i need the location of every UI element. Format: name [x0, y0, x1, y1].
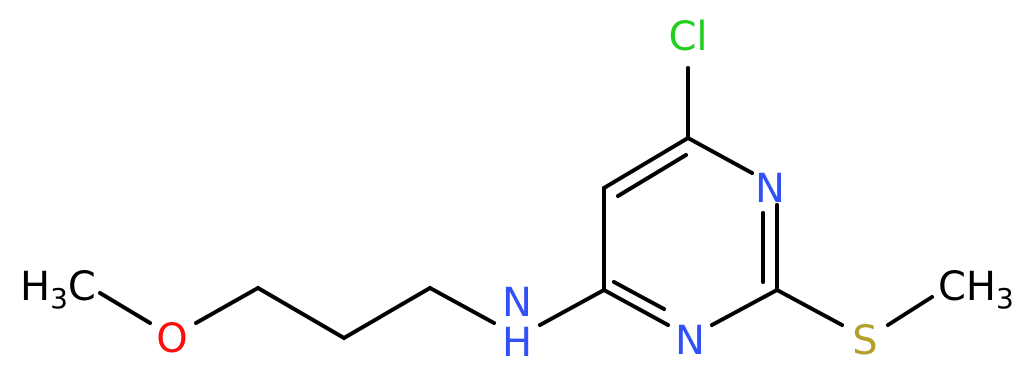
bond-c5-c6-inner: [616, 153, 688, 198]
bonds: [98, 66, 934, 340]
bond-ch2c-o: [194, 286, 260, 325]
bond-nh-ch2a: [428, 286, 496, 325]
atom-ch3-right-sub: 3: [996, 282, 1014, 315]
atom-ch3-left-sub: 3: [50, 282, 68, 315]
bond-ch2b-ch2c: [256, 286, 346, 340]
atom-cl: Cl: [668, 14, 707, 60]
bond-n3-c4: [602, 288, 670, 327]
atom-nh-n: N: [502, 280, 532, 326]
atom-ch3-right: CH3: [938, 264, 1014, 315]
bond-ch2a-ch2b: [342, 286, 432, 340]
atom-s: S: [852, 318, 877, 364]
bond-n3-c4-inner: [612, 280, 666, 311]
atom-nh-h: H: [502, 320, 532, 366]
bond-o-ch3: [98, 291, 152, 325]
bond-c2-n3: [710, 288, 779, 327]
atom-ch3-left-c: C: [68, 264, 96, 310]
atom-o: O: [156, 316, 187, 362]
atom-n-ring-bottom: N: [675, 318, 705, 364]
bond-c5-c6: [602, 136, 690, 190]
bond-c6-n1: [686, 136, 754, 175]
atom-ch3-left-h: H: [20, 264, 50, 310]
atom-n-ring-top: N: [755, 166, 785, 212]
atom-ch3-right-ch: CH: [938, 264, 996, 310]
atom-ch3-left: H3C: [20, 264, 96, 315]
bond-c4-nh: [538, 288, 606, 327]
bond-c2-s: [775, 288, 844, 327]
bond-s-ch3: [886, 295, 934, 327]
